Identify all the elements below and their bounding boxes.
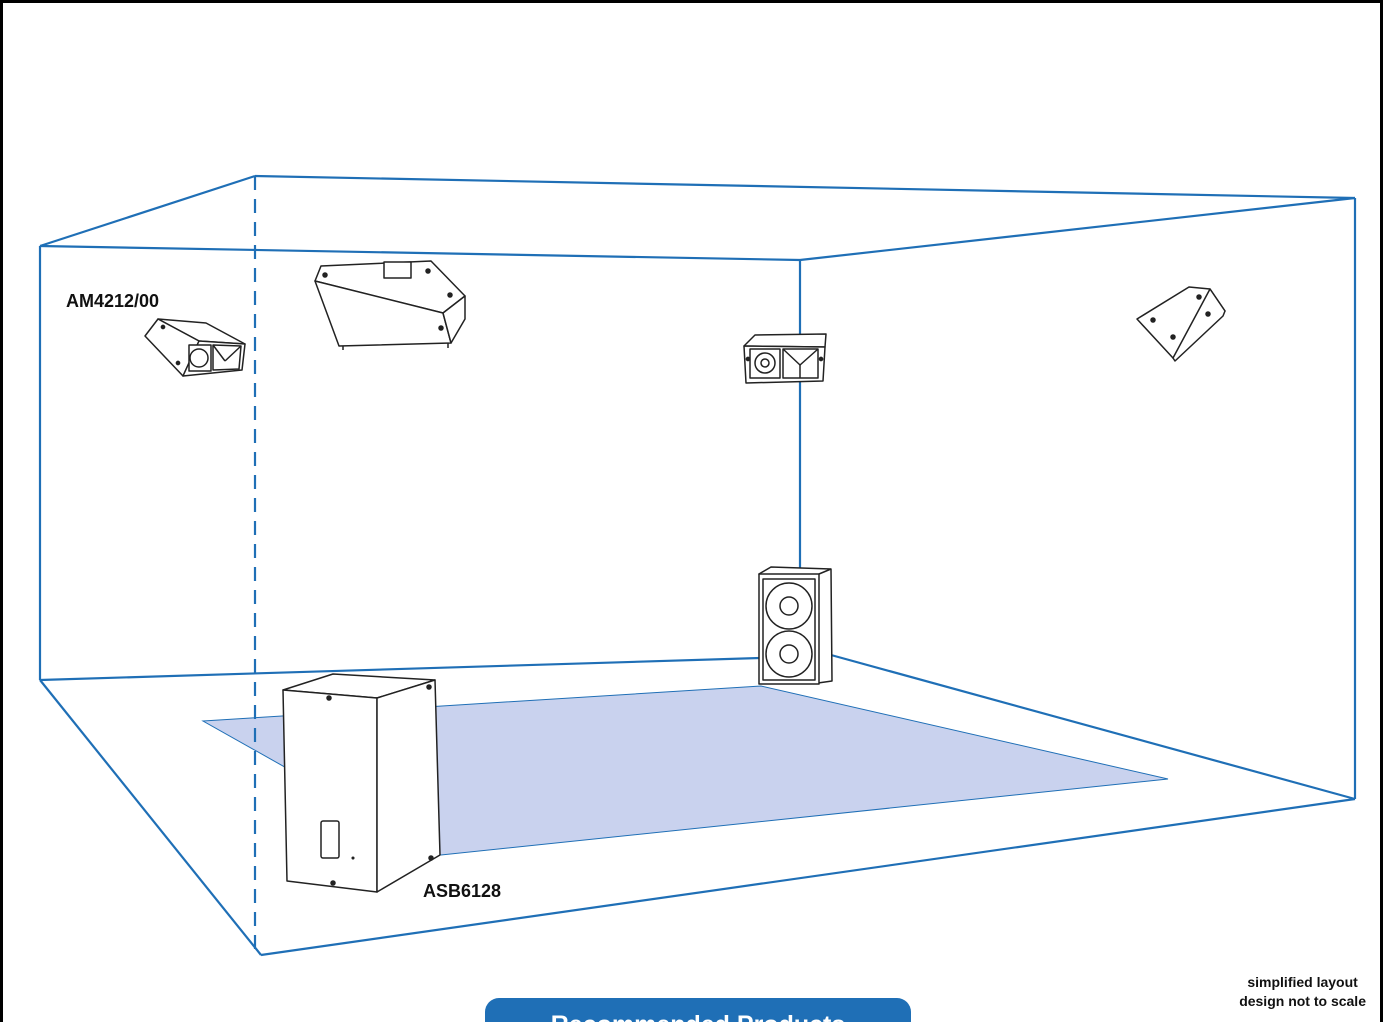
speaker-am4212-left bbox=[144, 318, 246, 377]
scale-disclaimer: simplified layout design not to scale bbox=[1239, 973, 1366, 1011]
room-wireframe bbox=[38, 174, 1357, 957]
speaker-ceiling-left bbox=[314, 260, 466, 350]
speaker-center bbox=[743, 333, 827, 384]
subwoofer-dual-front bbox=[758, 566, 833, 685]
recommended-products-tab[interactable]: Recommended Products bbox=[485, 998, 911, 1022]
label-am4212: AM4212/00 bbox=[66, 291, 159, 311]
label-asb6128: ASB6128 bbox=[423, 881, 501, 901]
room-layout-diagram: AM4212/00 ASB6128 bbox=[38, 174, 1357, 957]
subwoofer-asb6128 bbox=[282, 673, 441, 893]
note-line-1: simplified layout bbox=[1247, 974, 1358, 990]
speaker-right-wall bbox=[1136, 286, 1226, 362]
recommended-products-label: Recommended Products bbox=[551, 1011, 846, 1022]
note-line-2: design not to scale bbox=[1239, 993, 1366, 1009]
